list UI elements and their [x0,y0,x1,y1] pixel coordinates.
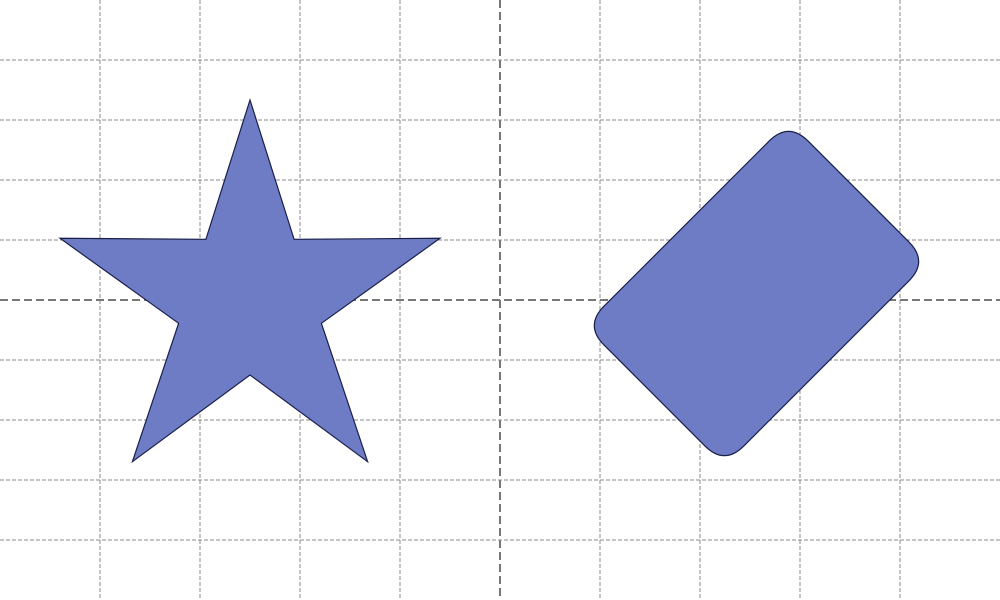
star-shape [58,98,442,464]
rounded-rectangle-shape [593,130,920,457]
shapes-layer [58,98,920,464]
